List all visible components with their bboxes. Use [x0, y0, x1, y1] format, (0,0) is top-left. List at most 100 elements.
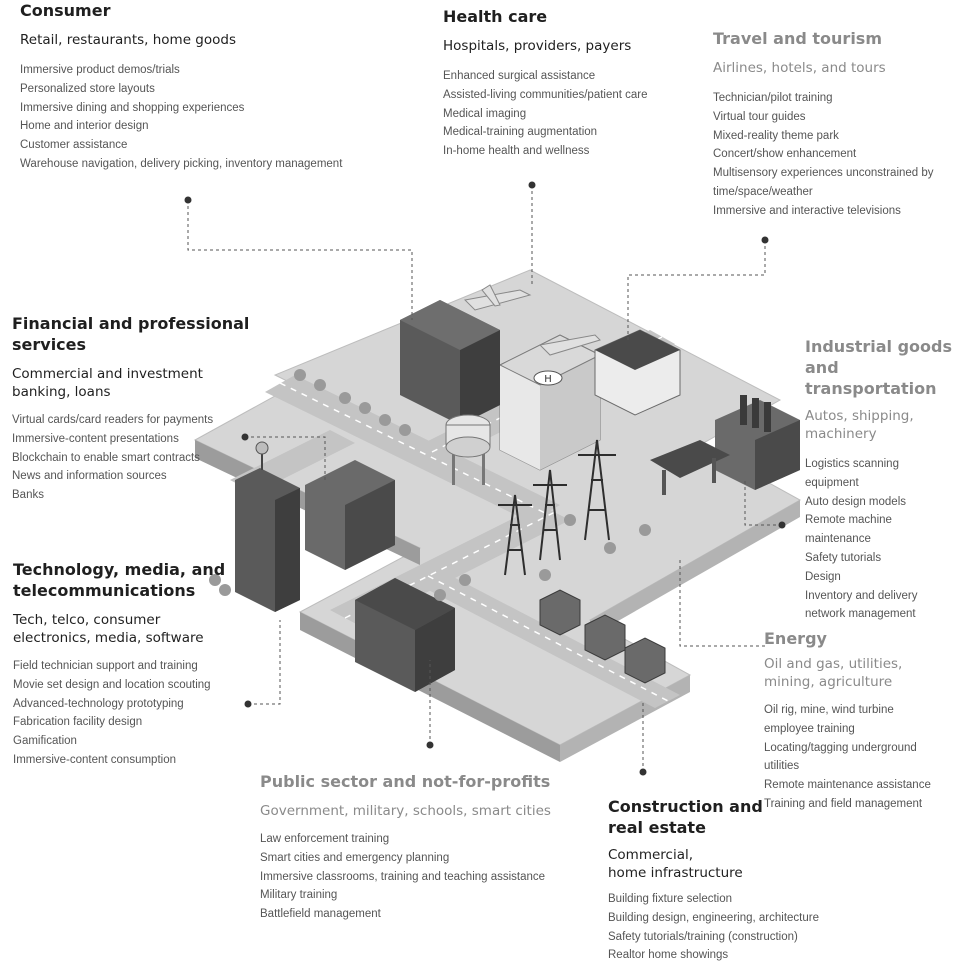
list-item: Remote machine [805, 514, 892, 527]
sector-subtitle: Tech, telco, consumer electronics, media… [13, 612, 204, 646]
leader-lines [187, 185, 782, 772]
sector-title: Travel and tourism [713, 29, 882, 48]
list-item: Safety tutorials/training (construction) [608, 930, 798, 943]
list-item: Assisted-living communities/patient care [443, 88, 648, 101]
gas-station [650, 440, 730, 495]
hospital-building: H [498, 334, 602, 471]
sector-items: Building fixture selection Building desi… [608, 890, 868, 965]
telecom-tower [235, 441, 300, 612]
list-item: Building design, engineering, architectu… [608, 911, 819, 924]
list-item: Movie set design and location scouting [13, 678, 211, 691]
list-item: Enhanced surgical assistance [443, 70, 596, 82]
list-item: Smart cities and emergency planning [260, 851, 450, 864]
list-item: Oil rig, mine, wind turbine [764, 704, 894, 716]
sector-title: Consumer [20, 1, 111, 20]
sector-title: Energy [764, 629, 827, 648]
list-item: utilities [764, 760, 800, 773]
list-item: network management [805, 608, 916, 621]
government-building [355, 578, 455, 692]
sector-items: Field technician support and training Mo… [13, 657, 253, 770]
list-item: Mixed-reality theme park [713, 129, 839, 142]
list-item: Home and interior design [20, 120, 149, 133]
list-item: maintenance [805, 533, 871, 546]
list-item: Immersive-content consumption [13, 753, 176, 766]
list-item: Locating/tagging underground [764, 741, 917, 754]
sector-travel: Travel and tourism Airlines, hotels, and… [713, 28, 975, 221]
sector-title: Technology, media, and telecommunication… [13, 560, 226, 600]
list-item: Realtor home showings [608, 949, 729, 962]
list-item: Law enforcement training [260, 833, 390, 845]
hospital-sign: H [544, 374, 552, 385]
list-item: Remote maintenance assistance [764, 779, 931, 792]
list-item: Blockchain to enable smart contracts [12, 451, 200, 464]
list-item: employee training [764, 722, 855, 735]
list-item: Virtual tour guides [713, 110, 806, 123]
list-item: Warehouse navigation, delivery picking, … [20, 157, 343, 170]
sector-subtitle: Commercial and investment banking, loans [12, 366, 203, 400]
list-item: Battlefield management [260, 908, 381, 921]
sector-construction: Construction and real estate Commercial,… [608, 796, 868, 965]
sector-public: Public sector and not-for-profits Govern… [260, 771, 600, 924]
list-item: Immersive product demos/trials [20, 64, 180, 76]
list-item: Gamification [13, 735, 77, 748]
list-item: Virtual cards/card readers for payments [12, 414, 214, 426]
sector-subtitle: Retail, restaurants, home goods [20, 32, 236, 48]
list-item: Medical imaging [443, 107, 527, 120]
list-item: Multisensory experiences unconstrained b… [713, 167, 934, 180]
sector-items: Virtual cards/card readers for payments … [12, 411, 312, 505]
trees [209, 369, 651, 601]
list-item: Personalized store layouts [20, 82, 155, 95]
sector-items: Oil rig, mine, wind turbine employee tra… [764, 701, 974, 814]
list-item: time/space/weather [713, 185, 813, 198]
sector-industrial: Industrial goods and transportation Auto… [805, 336, 975, 624]
sector-subtitle: Autos, shipping, machinery [805, 408, 914, 442]
list-item: Design [805, 570, 841, 583]
list-item: In-home health and wellness [443, 145, 590, 158]
airport-terminal [594, 329, 681, 416]
list-item: Medical-training augmentation [443, 126, 598, 139]
water-tower [445, 414, 491, 485]
sector-items: Logistics scanning equipment Auto design… [805, 455, 975, 624]
sector-energy: Energy Oil and gas, utilities, mining, a… [764, 628, 974, 814]
list-item: Logistics scanning [805, 458, 899, 470]
list-item: Safety tutorials [805, 551, 882, 564]
list-item: equipment [805, 476, 859, 489]
sector-technology: Technology, media, and telecommunication… [13, 559, 253, 770]
list-item: Advanced-technology prototyping [13, 697, 184, 710]
list-item: News and information sources [12, 470, 167, 483]
sector-title: Health care [443, 7, 548, 26]
sector-items: Law enforcement training Smart cities an… [260, 830, 600, 924]
list-item: Technician/pilot training [713, 92, 833, 104]
houses [539, 589, 666, 684]
list-item: Training and field management [764, 797, 923, 810]
list-item: Immersive and interactive televisions [713, 204, 901, 217]
sector-consumer: Consumer Retail, restaurants, home goods… [20, 0, 420, 174]
sector-health-care: Health care Hospitals, providers, payers… [443, 6, 693, 161]
office-building-dark [400, 300, 500, 425]
list-item: Immersive dining and shopping experience… [20, 101, 245, 114]
sector-title: Financial and professional services [12, 314, 250, 354]
leader-dots [184, 181, 786, 776]
sector-subtitle: Commercial, home infrastructure [608, 847, 743, 881]
sector-subtitle: Hospitals, providers, payers [443, 38, 632, 54]
list-item: Auto design models [805, 495, 907, 508]
sector-financial: Financial and professional services Comm… [12, 313, 312, 505]
list-item: Customer assistance [20, 139, 128, 152]
sector-items: Immersive product demos/trials Personali… [20, 61, 420, 174]
list-item: Fabrication facility design [13, 716, 143, 729]
bank-building [305, 460, 395, 570]
sector-subtitle: Oil and gas, utilities, mining, agricult… [764, 656, 903, 690]
list-item: Military training [260, 889, 338, 902]
airplane-icons [463, 284, 601, 356]
list-item: Field technician support and training [13, 660, 198, 672]
list-item: Concert/show enhancement [713, 148, 857, 161]
sector-subtitle: Airlines, hotels, and tours [713, 60, 886, 76]
factory-building [715, 395, 800, 490]
sector-items: Technician/pilot training Virtual tour g… [713, 89, 975, 221]
list-item: Building fixture selection [608, 893, 733, 905]
sector-items: Enhanced surgical assistance Assisted-li… [443, 67, 693, 161]
list-item: Immersive-content presentations [12, 432, 179, 445]
sector-title: Public sector and not-for-profits [260, 772, 551, 791]
list-item: Inventory and delivery [805, 589, 918, 602]
